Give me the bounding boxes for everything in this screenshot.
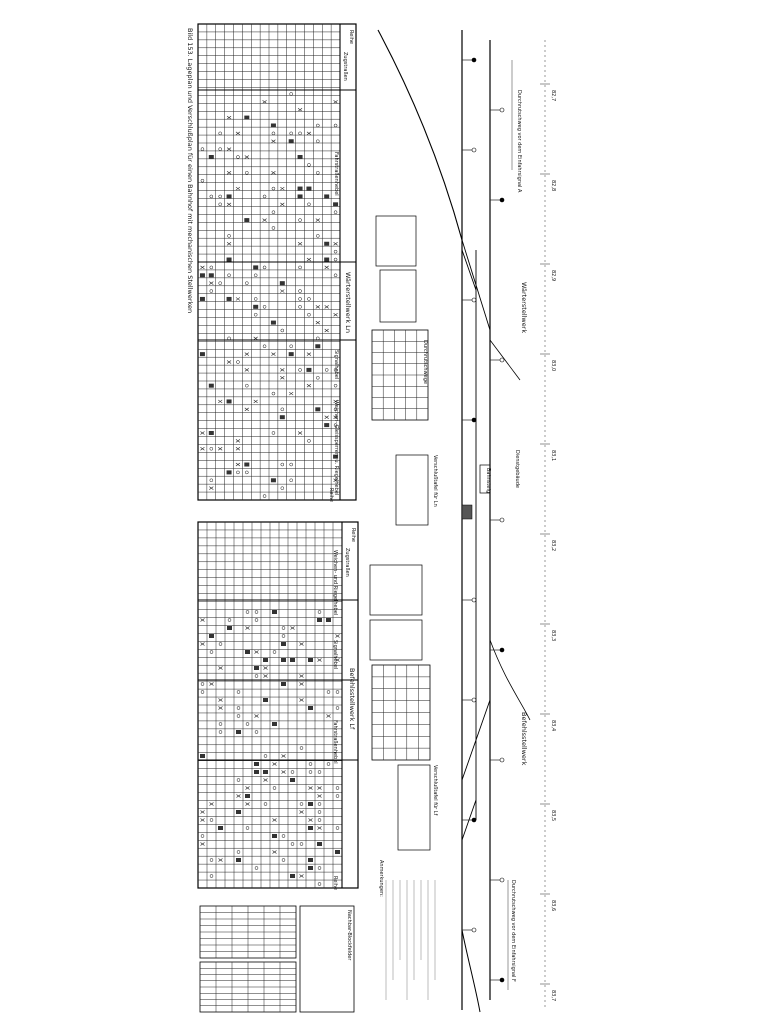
dienstgebaeude-label: Dienstgebäude [514,450,520,488]
dienstgebaeude-icon [461,504,473,520]
buildings: Bahnsteig [461,464,491,520]
lower-table-marks [200,610,340,886]
verschluss-ln: Verschlußtafel für Ln [432,455,438,507]
lower-col-weichen: Weichen- und Riegelhebel [332,550,338,615]
upper-footer-reihe: Reihe [328,488,334,502]
upper-col-fahrstrassen: Fahrstraßenhebel [333,152,339,196]
waerterstellwerk-label: Wärterstellwerk [520,282,528,333]
upper-col-signal: Signalhebel [333,350,339,379]
upper-header-reihe: Reihe [348,30,354,44]
middle-legend-tables: Durchrutschwege Verschlußtafel für Ln Ve… [369,215,438,851]
km-label: 83,6 [550,900,556,911]
upper-title: Wärterstellwerk Ln [344,272,352,333]
upper-col-weichen: Weichen- Gleissperren- u. Riegelhebel [333,400,339,495]
km-label: 82,7 [550,90,556,101]
km-label: 83,5 [550,810,556,821]
bahnsteig-box [479,464,491,494]
km-label: 83,7 [550,990,556,1001]
upper-interlocking-table: Reihe Zugstraßen Fahrstraßenhebel Signal… [197,23,357,502]
km-label: 83,2 [550,540,556,551]
notes-lines [385,880,436,1000]
bottom-left-small-tables: Nachbar-Blockfelder [199,905,355,1013]
km-label: 83,0 [550,360,556,371]
legend-low: Nachbar-Blockfelder [346,910,352,961]
upper-header-zugstrassen: Zugstraßen [342,52,348,81]
km-label: 83,4 [550,720,556,731]
lower-col-fahrstrassen: Fahrstraßenhebel [332,720,338,764]
km-label: 83,3 [550,630,556,641]
km-label: 83,1 [550,450,556,461]
lower-header-zugstrassen: Zugstraßen [344,548,350,577]
lower-col-signal: Signalhebel [332,640,338,669]
verschluss-lf: Verschlußtafel für Lf [432,765,438,816]
durchrutsch-top: Durchrutschweg vor dem Einfahrsignal A [516,90,522,193]
lower-footer-reihe: Reihe [332,876,338,890]
notes-label: Anmerkungen: [378,860,384,897]
km-label: 82,9 [550,270,556,281]
legend-mid: Durchrutschwege [422,340,428,384]
track-signals [462,57,505,983]
caption: Bild 153. Lageplan und Verschlußplan für… [186,28,194,313]
bahnsteig-label: Bahnsteig [485,468,491,493]
lower-title: Befehlsstellwerk Lf [348,668,356,730]
befehlsstellwerk-label: Befehlsstellwerk [520,712,528,766]
upper-table-marks [199,92,339,498]
lower-interlocking-table: Reihe Zugstraßen Weichen- und Riegelhebe… [197,521,359,890]
km-labels: 82,7 82,8 82,9 83,0 83,1 83,2 83,3 83,4 83,5 83,6… [540,83,556,1001]
km-label: 82,8 [550,180,556,191]
branch-line-top [377,29,463,241]
lower-header-reihe: Reihe [350,528,356,542]
figure-caption: Bild 153. Lageplan und Verschlußplan für… [186,28,194,313]
durchrutsch-bottom: Durchrutschweg vor dem Einfahrsignal F [510,880,516,982]
lower-table-grid [198,522,342,888]
